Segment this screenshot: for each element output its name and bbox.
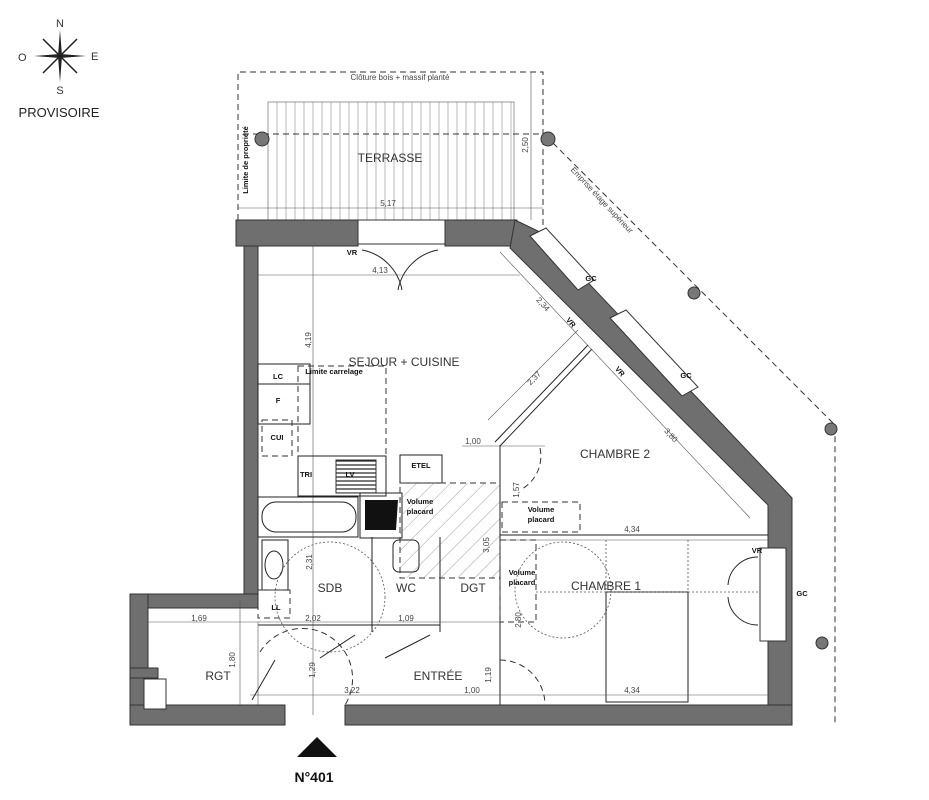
room-storage: RGT	[205, 669, 231, 683]
windows	[357, 219, 787, 642]
fixture-fridge: F	[276, 396, 281, 405]
dimension: 1,19	[484, 667, 493, 683]
dimension: 1,57	[512, 482, 521, 498]
dimension: 3,05	[482, 537, 491, 553]
dimension: 2,34	[534, 296, 552, 314]
post-icon	[687, 286, 701, 300]
closet-label: placard	[528, 515, 555, 524]
fixture-lc: LC	[273, 372, 284, 381]
post-icon	[815, 636, 829, 650]
post-icon	[254, 131, 270, 147]
shutter-label: VR	[347, 248, 358, 257]
dimension: 1,09	[398, 614, 414, 623]
railing-label: GC	[585, 274, 597, 283]
interior-lines	[148, 246, 770, 715]
walls	[129, 219, 793, 726]
shutter-label: VR	[752, 546, 763, 555]
room-hall: DGT	[460, 581, 486, 595]
fixture-ll: LL	[271, 603, 281, 612]
dimension: 4,13	[372, 266, 388, 275]
dimension: 1,00	[464, 686, 480, 695]
shutter-label: VR	[564, 316, 578, 330]
property-limit-note: Limite de propriété	[241, 126, 250, 194]
fixture-cooktop: CUI	[271, 433, 284, 442]
shutter-label: VR	[613, 365, 627, 379]
dimension: 3,80	[662, 427, 680, 445]
upper-floor-note: Emprise étage supérieur	[569, 165, 635, 235]
dimension: 3,22	[344, 686, 360, 695]
post-icon	[540, 131, 556, 147]
compass-west: O	[18, 52, 27, 64]
room-bedroom-2: CHAMBRE 2	[580, 447, 650, 461]
post-icon	[824, 422, 838, 436]
entrance-arrow-icon	[297, 737, 337, 757]
dimension: 1,80	[228, 652, 237, 668]
room-living: SEJOUR + CUISINE	[348, 355, 459, 369]
dimension: 5,17	[380, 199, 396, 208]
room-bathroom: SDB	[318, 581, 343, 595]
compass-east: E	[91, 51, 98, 63]
dimension: 4,34	[624, 525, 640, 534]
dimension: 2,37	[526, 369, 544, 387]
closet-label: placard	[509, 578, 536, 587]
railing-label: GC	[796, 589, 808, 598]
closet-label: Volume	[509, 568, 536, 577]
room-terrace: TERRASSE	[358, 151, 423, 165]
dimension: 2,50	[521, 137, 530, 153]
dimension: 4,19	[304, 332, 313, 348]
dimension: 4,34	[624, 686, 640, 695]
compass-north: N	[56, 18, 64, 30]
railing-label: GC	[680, 371, 692, 380]
room-wc: WC	[396, 581, 416, 595]
compass-south: S	[56, 85, 63, 97]
dimension: 2,80	[514, 612, 523, 628]
tile-limit-note: Limite carrelage	[305, 367, 363, 376]
unit-number: N°401	[294, 769, 333, 785]
fixture-lv: LV	[345, 470, 354, 479]
closet-label: Volume	[528, 505, 555, 514]
fixture-tri: TRI	[300, 470, 312, 479]
fence-note: Clôture bois + massif planté	[351, 73, 450, 82]
room-entry: ENTRÉE	[414, 668, 463, 683]
closet-label: Volume	[407, 497, 434, 506]
closet-label: placard	[407, 507, 434, 516]
fixture-etel: ETEL	[411, 461, 431, 470]
dimension: 1,69	[191, 614, 207, 623]
dimension: 2,31	[305, 554, 314, 570]
dimension: 2,02	[305, 614, 321, 623]
room-bedroom-1: CHAMBRE 1	[571, 579, 641, 593]
dimension: 1,00	[465, 437, 481, 446]
compass-rose-icon	[34, 30, 86, 82]
terrace	[237, 71, 556, 240]
status-label: PROVISOIRE	[19, 105, 100, 120]
dimension: 1,29	[308, 662, 317, 678]
